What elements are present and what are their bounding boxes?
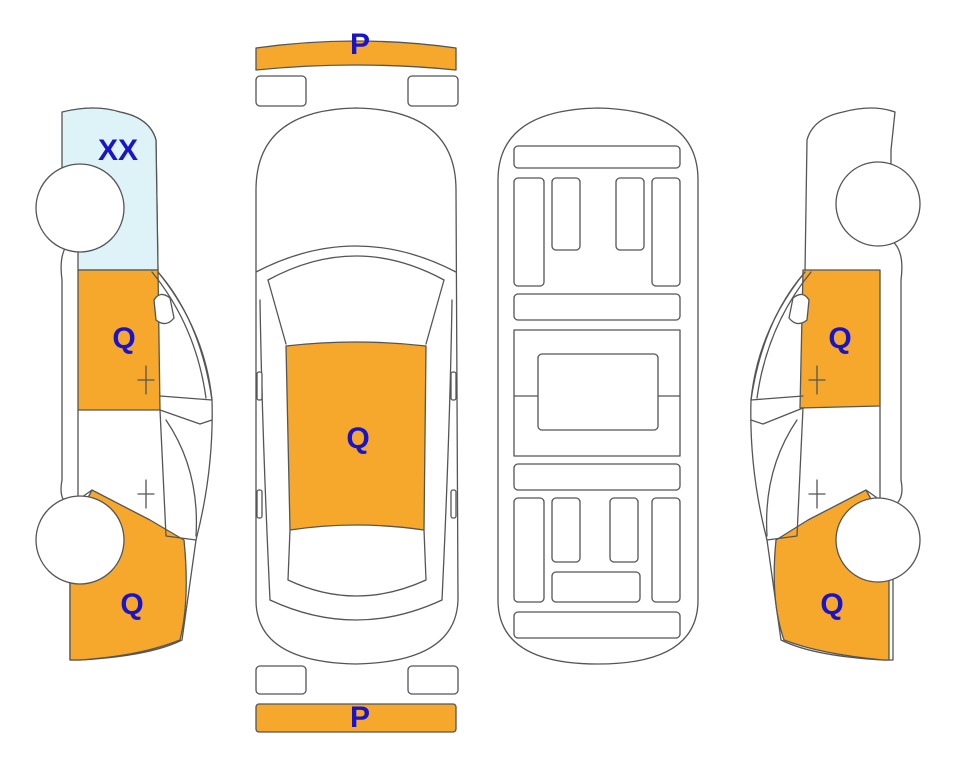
rear-bumper-panel (255, 703, 457, 733)
interior-view (497, 107, 699, 665)
right-rear-door-label: Q (828, 322, 851, 355)
left-rear-window-label: XX (98, 134, 138, 167)
front-bumper-panel (255, 40, 457, 71)
left-front-fender-label: Q (120, 588, 143, 621)
left-side-view (35, 107, 213, 661)
left-rear-door-label: Q (112, 322, 135, 355)
right-front-wheel (835, 497, 921, 583)
right-side-view (750, 107, 921, 661)
front-bumper-label: P (350, 28, 370, 61)
top-view (255, 40, 459, 733)
left-rear-wheel (35, 163, 125, 253)
left-front-wheel (35, 495, 125, 585)
roof-label: Q (346, 422, 369, 455)
rear-bumper-label: P (350, 701, 370, 734)
right-rear-wheel (835, 161, 921, 247)
right-front-fender-label: Q (820, 588, 843, 621)
